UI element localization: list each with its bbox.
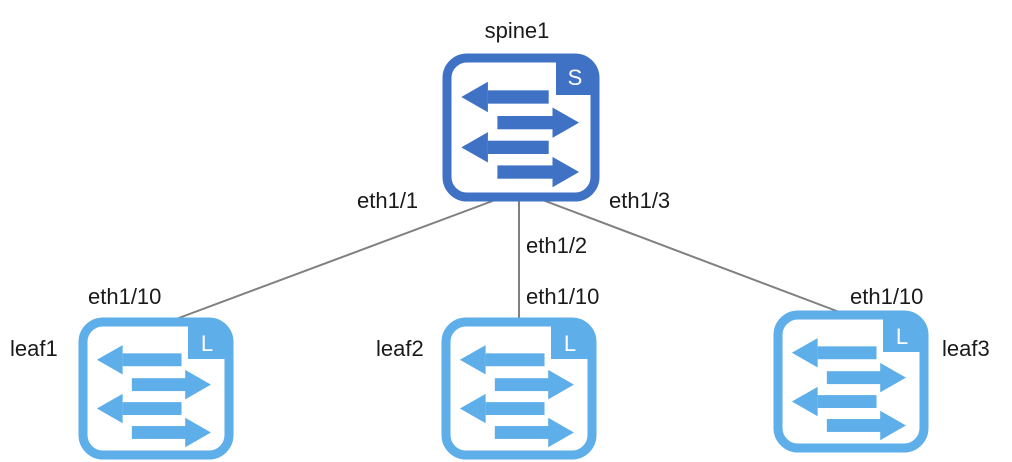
port-label-leaf1-eth1-10: eth1/10: [88, 284, 161, 309]
leaf1-node[interactable]: L: [78, 317, 234, 460]
leaf2-role-badge-text: L: [564, 331, 576, 356]
spine1-label: spine1: [485, 18, 550, 43]
leaf3-badge: [883, 315, 924, 352]
leaf2-node[interactable]: L: [441, 317, 597, 460]
port-label-leaf2-eth1-10: eth1/10: [526, 284, 599, 309]
leaf3-label: leaf3: [942, 336, 990, 361]
leaf1-role-badge-text: L: [201, 331, 213, 356]
spine1-role-badge-text: S: [568, 65, 583, 90]
leaf2-label: leaf2: [376, 336, 424, 361]
spine1-node[interactable]: S: [442, 53, 600, 202]
leaf1-label: leaf1: [10, 336, 58, 361]
leaf3-node[interactable]: L: [773, 310, 929, 453]
port-label-spine1-eth1-3: eth1/3: [609, 188, 670, 213]
port-label-leaf3-eth1-10: eth1/10: [850, 284, 923, 309]
link-spine1-leaf1[interactable]: [159, 195, 507, 326]
spine1-badge: [556, 58, 595, 95]
leaf2-badge: [551, 322, 592, 359]
link-spine1-leaf3[interactable]: [531, 195, 851, 317]
links: [159, 195, 851, 326]
leaf1-badge: [188, 322, 229, 359]
port-label-spine1-eth1-2: eth1/2: [526, 233, 587, 258]
leaf3-role-badge-text: L: [896, 324, 908, 349]
port-label-spine1-eth1-1: eth1/1: [357, 188, 418, 213]
